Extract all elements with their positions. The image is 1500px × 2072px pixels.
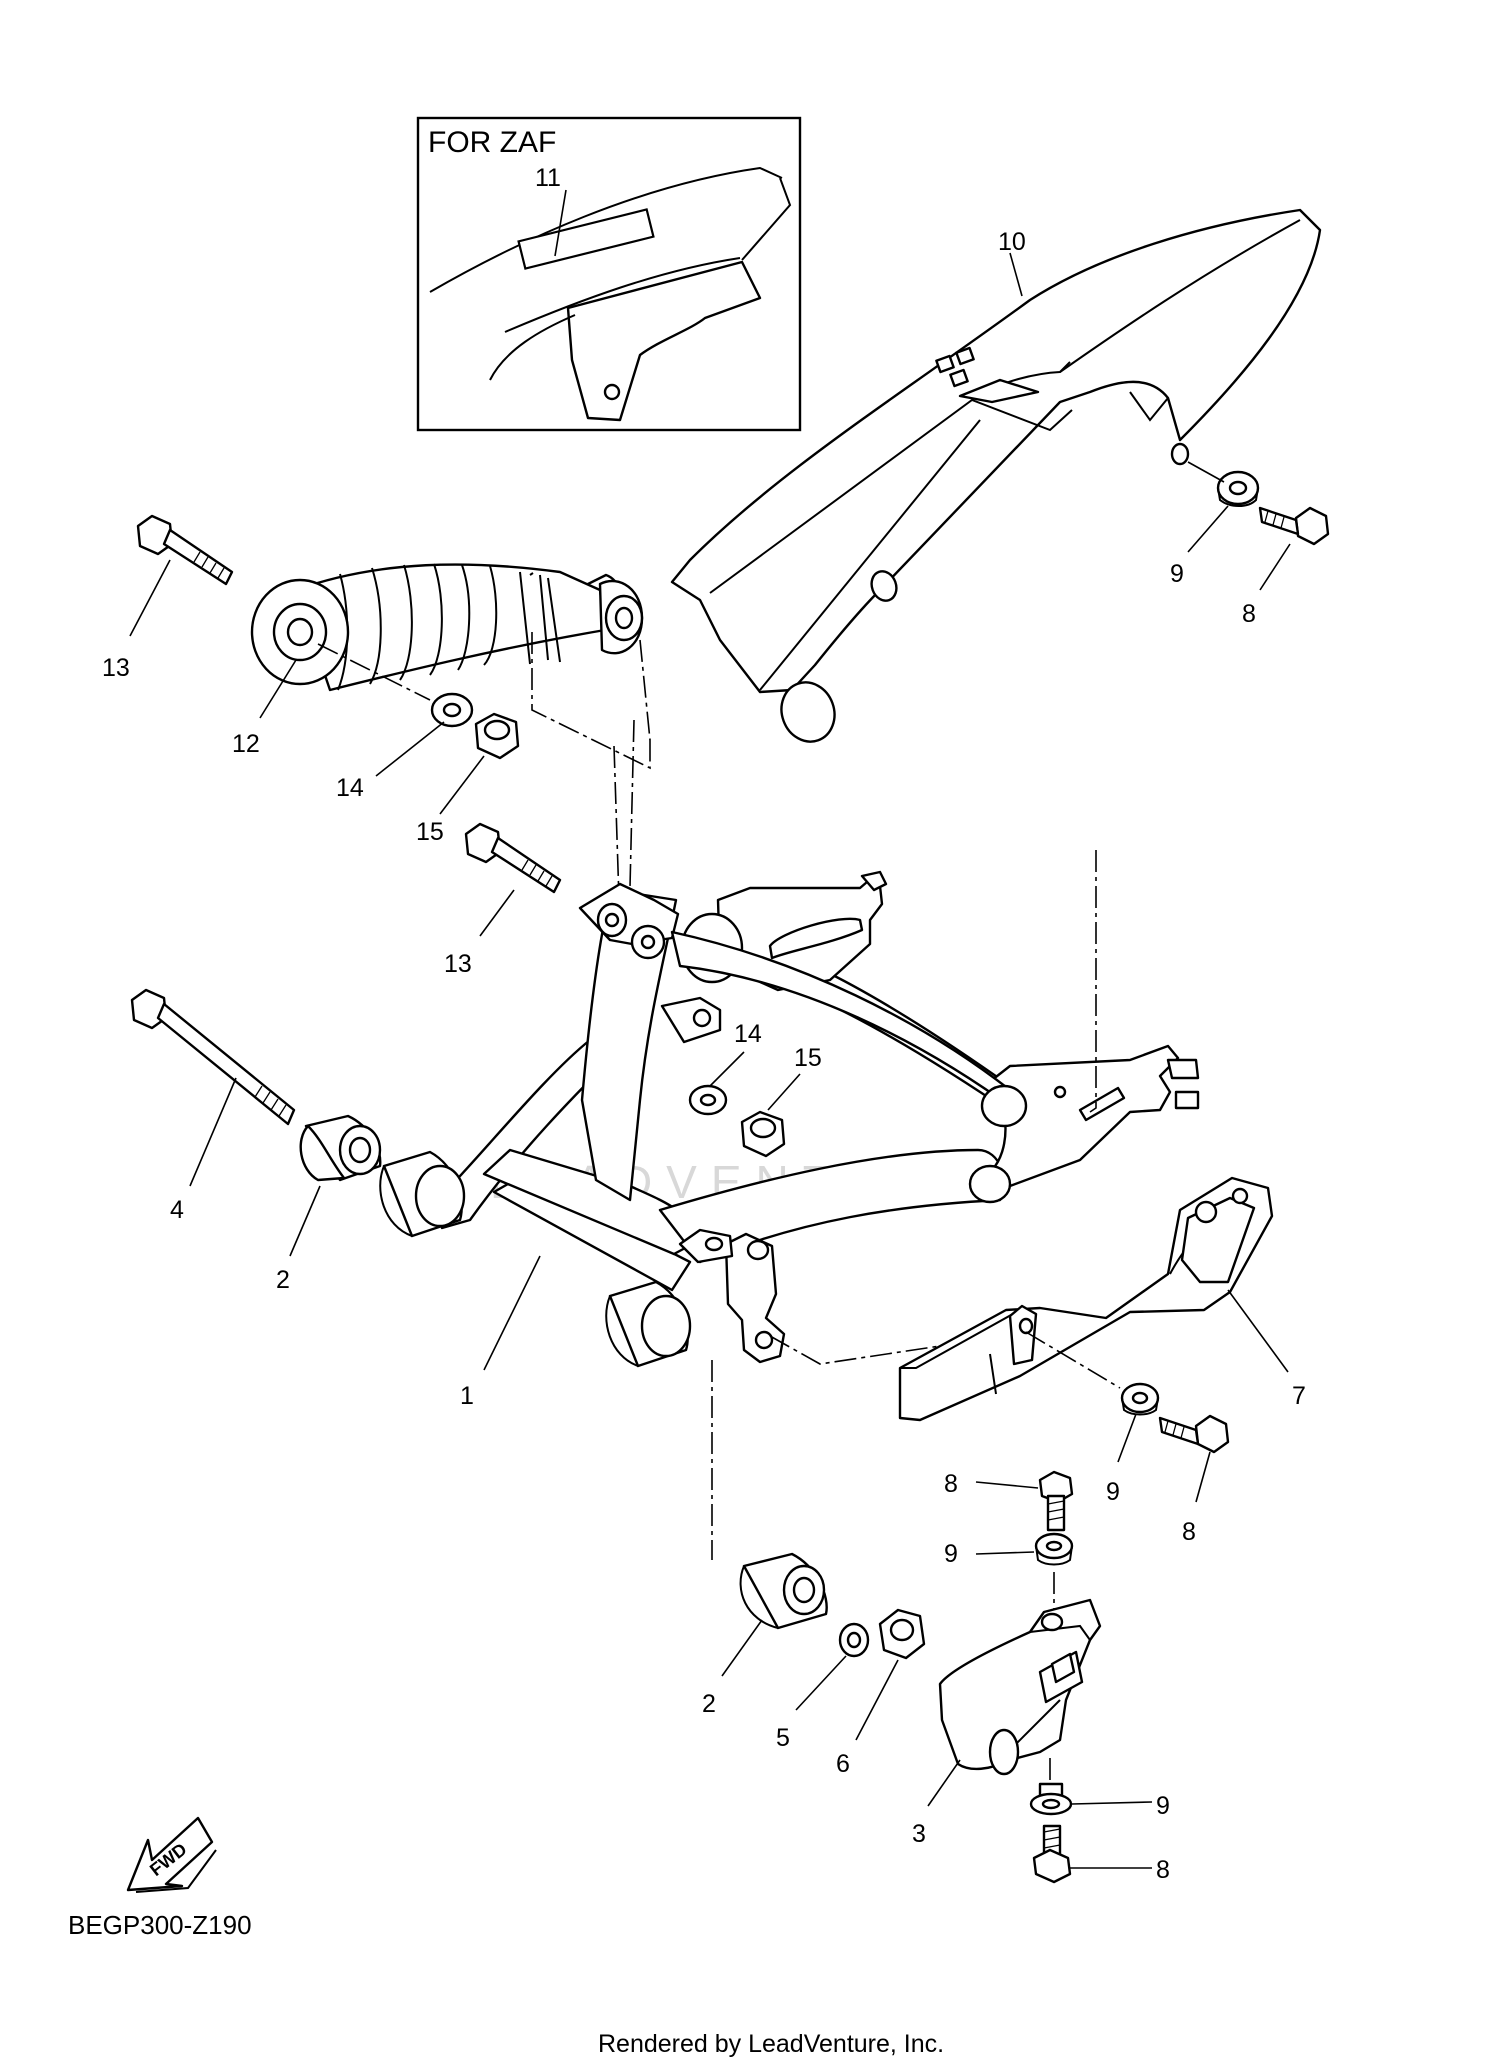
callout-1: 1 bbox=[460, 1382, 474, 1410]
part-9-collar-upper-guide bbox=[1034, 1532, 1074, 1566]
callout-2-lower: 2 bbox=[702, 1690, 716, 1718]
part-9-collar-lower-guide bbox=[1029, 1782, 1073, 1816]
callout-12: 12 bbox=[232, 730, 260, 758]
callout-3: 3 bbox=[912, 1820, 926, 1848]
callout-5: 5 bbox=[776, 1724, 790, 1752]
inset-title: FOR ZAF bbox=[428, 126, 556, 159]
callout-8-slider: 8 bbox=[1182, 1518, 1196, 1546]
part-2-collar-left bbox=[299, 1114, 382, 1182]
part-8-bolt-lower-guide bbox=[1032, 1824, 1072, 1884]
footer-credit: Rendered by LeadVenture, Inc. bbox=[598, 2030, 944, 2058]
part-10-chain-guard bbox=[670, 208, 1322, 743]
callout-14-lower: 14 bbox=[734, 1020, 762, 1048]
callout-14-upper: 14 bbox=[336, 774, 364, 802]
part-15-nut-lower bbox=[740, 1110, 786, 1158]
diagram-code: BEGP300-Z190 bbox=[68, 1910, 252, 1940]
callout-7: 7 bbox=[1292, 1382, 1306, 1410]
callout-15-upper: 15 bbox=[416, 818, 444, 846]
callout-4: 4 bbox=[170, 1196, 184, 1224]
callout-8-top: 8 bbox=[1242, 600, 1256, 628]
inset-for-zaf: FOR ZAF 11 bbox=[416, 116, 802, 432]
part-1-swingarm bbox=[434, 870, 1200, 1364]
inset-chain-guard-drawing bbox=[429, 166, 792, 422]
part-9-collar-top bbox=[1216, 470, 1260, 507]
pivot-bushing-right bbox=[605, 1280, 692, 1368]
part-8-bolt-upper-guide bbox=[1038, 1470, 1074, 1532]
callout-9-guide-lower: 9 bbox=[1156, 1792, 1170, 1820]
part-14-washer-lower bbox=[688, 1084, 728, 1116]
part-13-bolt-upper bbox=[136, 514, 234, 586]
part-7-chain-slider bbox=[898, 1176, 1274, 1422]
part-14-washer-upper bbox=[430, 692, 474, 728]
callout-13-upper: 13 bbox=[102, 654, 130, 682]
part-8-bolt-slider bbox=[1158, 1414, 1230, 1454]
callout-11: 11 bbox=[535, 164, 561, 192]
callout-2-left: 2 bbox=[276, 1266, 290, 1294]
part-15-nut-upper bbox=[474, 712, 520, 760]
callout-9-slider: 9 bbox=[1106, 1478, 1120, 1506]
callout-9-top: 9 bbox=[1170, 560, 1184, 588]
part-2-collar-lower bbox=[739, 1552, 828, 1630]
pivot-bushing-left bbox=[379, 1150, 466, 1238]
part-4-pivot-shaft bbox=[130, 988, 296, 1126]
fwd-arrow-icon: FWD bbox=[126, 1816, 217, 1893]
callout-10: 10 bbox=[998, 228, 1026, 256]
callout-13-lower: 13 bbox=[444, 950, 472, 978]
part-9-collar-slider bbox=[1120, 1382, 1160, 1416]
callout-15-lower: 15 bbox=[794, 1044, 822, 1072]
callout-9-guide-upper: 9 bbox=[944, 1540, 958, 1568]
part-3-chain-guide bbox=[938, 1598, 1102, 1776]
part-12-rear-shock bbox=[250, 563, 644, 692]
part-13-bolt-lower bbox=[464, 822, 562, 894]
callout-8-guide-upper: 8 bbox=[944, 1470, 958, 1498]
part-11-label-decal bbox=[517, 208, 655, 270]
part-8-bolt-top bbox=[1258, 506, 1330, 546]
callout-8-guide-lower: 8 bbox=[1156, 1856, 1170, 1884]
callout-6: 6 bbox=[836, 1750, 850, 1778]
part-5-washer bbox=[838, 1622, 870, 1658]
part-6-nut bbox=[878, 1608, 926, 1660]
